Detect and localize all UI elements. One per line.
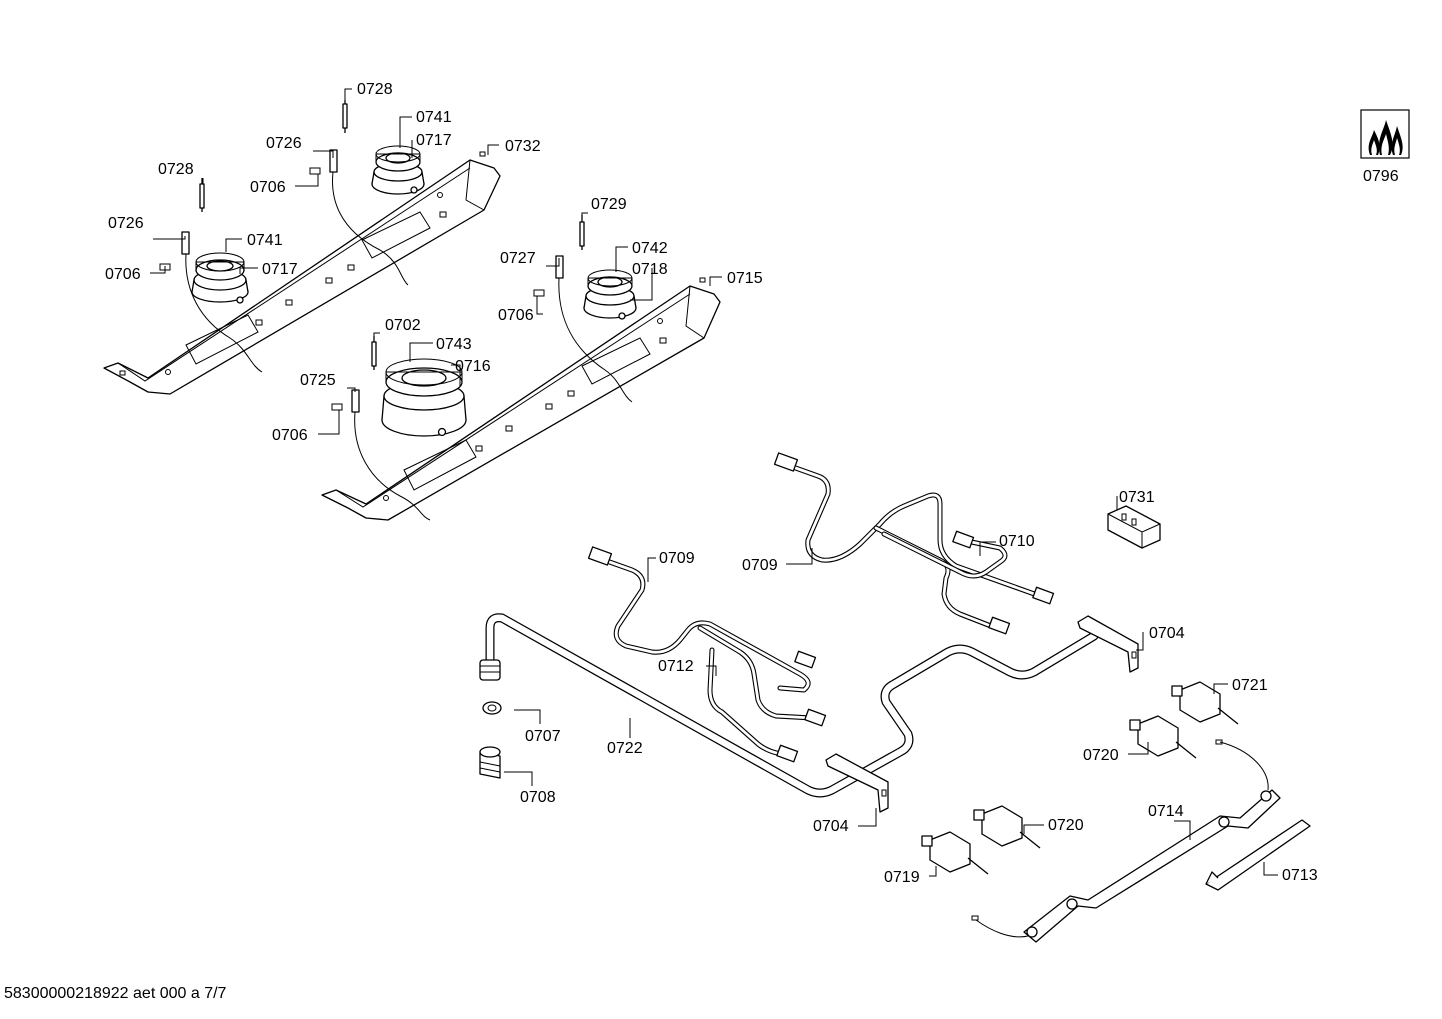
label-0742: 0742 [632, 240, 668, 257]
label-0710: 0710 [999, 533, 1035, 550]
label-0707: 0707 [525, 728, 561, 745]
label-0718: 0718 [632, 261, 668, 278]
bracket-lower [825, 753, 889, 813]
connector-block [1107, 505, 1161, 549]
label-0741-left: 0741 [247, 232, 283, 249]
flat-strip [1205, 819, 1311, 891]
label-0717-top: 0717 [416, 132, 452, 149]
gas-tube-0709-upper [773, 452, 1055, 635]
bracket-upper [1077, 615, 1139, 673]
burner-cup-large [381, 358, 467, 437]
label-0720-upper: 0720 [1083, 747, 1119, 764]
label-0715: 0715 [727, 270, 763, 287]
main-gas-pipe [479, 613, 1099, 798]
label-0732: 0732 [505, 138, 541, 155]
label-0706-low: 0706 [272, 427, 308, 444]
label-0726-left: 0726 [108, 215, 144, 232]
label-0717-left: 0717 [262, 261, 298, 278]
label-0712: 0712 [658, 658, 694, 675]
label-0702: 0702 [385, 317, 421, 334]
gas-valve-0720-lower [973, 805, 1041, 849]
label-0721: 0721 [1232, 677, 1268, 694]
ignition-harness [971, 739, 1281, 943]
label-0709-right: 0709 [742, 557, 778, 574]
gas-valve-0721 [1171, 681, 1239, 725]
label-0731: 0731 [1119, 489, 1155, 506]
gas-tube-0712-lower [587, 546, 827, 763]
burner-cup-upper-left [191, 252, 249, 304]
label-0706-mid: 0706 [498, 307, 534, 324]
label-0728-top: 0728 [357, 81, 393, 98]
label-0726-top: 0726 [266, 135, 302, 152]
label-0720-lower: 0720 [1048, 817, 1084, 834]
label-0706-top: 0706 [250, 179, 286, 196]
label-0719: 0719 [884, 869, 920, 886]
label-0722: 0722 [607, 740, 643, 757]
label-0741-top: 0741 [416, 109, 452, 126]
label-0714: 0714 [1148, 803, 1184, 820]
gas-flame-icon [1360, 109, 1410, 159]
label-0708: 0708 [520, 789, 556, 806]
label-0706-left: 0706 [105, 266, 141, 283]
electrodes-upper [159, 100, 409, 373]
burner-cup-medium [583, 269, 637, 320]
label-0704-lower: 0704 [813, 818, 849, 835]
label-0728-left: 0728 [158, 161, 194, 178]
label-0704-upper: 0704 [1149, 625, 1185, 642]
leader-lines [150, 88, 1278, 877]
part-labels: 0728 0741 0717 0726 0732 0706 0728 0726 … [105, 81, 1399, 886]
label-0727: 0727 [500, 250, 536, 267]
document-code: 58300000218922 aet 000 a 7/7 [4, 985, 227, 1002]
fitting-nut [479, 746, 501, 779]
label-0729: 0729 [591, 196, 627, 213]
gas-valve-0720-upper [1129, 715, 1197, 759]
label-0743: 0743 [436, 336, 472, 353]
gas-valve-0719 [921, 831, 989, 875]
burner-cup-upper-right [371, 145, 425, 195]
label-0713: 0713 [1282, 867, 1318, 884]
label-0725: 0725 [300, 372, 336, 389]
label-0796: 0796 [1363, 168, 1399, 185]
burner-rail-lower [321, 277, 721, 521]
fitting-washer [482, 701, 502, 715]
label-0716: 0716 [455, 358, 491, 375]
label-0709-left: 0709 [659, 550, 695, 567]
